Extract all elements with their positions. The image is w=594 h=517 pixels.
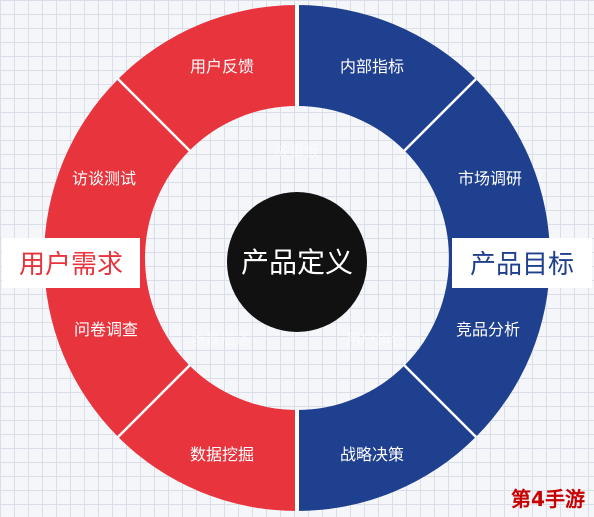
center-circle <box>227 192 367 332</box>
ring-left-half <box>44 5 297 511</box>
segment-label-strategy-decision: 战略决策 <box>340 445 404 464</box>
inner-label-scenario: 场景描述 <box>190 330 250 348</box>
segment-label-interview-test: 访谈测试 <box>72 169 136 188</box>
segment-label-market-research: 市场调研 <box>458 169 522 188</box>
ring-divider-left-upper <box>117 78 191 152</box>
inner-label-user-role: 用户角色 <box>346 330 406 348</box>
left-label: 用户需求 <box>19 250 123 280</box>
left-label-box <box>2 238 140 288</box>
segment-label-questionnaire: 问卷调查 <box>74 320 138 339</box>
inner-label-storyboard: 故事板 <box>274 142 319 160</box>
ring-divider-right-lower <box>403 364 477 438</box>
segment-label-internal-metrics: 内部指标 <box>340 57 404 76</box>
center-label: 产品定义 <box>241 246 353 279</box>
watermark: 第4手游 <box>511 487 585 511</box>
ring-right-half <box>297 5 550 511</box>
segment-label-competitor-analysis: 竞品分析 <box>456 320 520 339</box>
right-label: 产品目标 <box>470 250 574 280</box>
segment-label-user-feedback: 用户反馈 <box>190 57 254 76</box>
outer-ring <box>44 5 550 511</box>
ring-divider-left-lower <box>117 364 191 438</box>
segment-label-data-mining: 数据挖掘 <box>190 445 254 464</box>
ring-divider-right-upper <box>403 78 477 152</box>
right-label-box <box>452 238 592 288</box>
